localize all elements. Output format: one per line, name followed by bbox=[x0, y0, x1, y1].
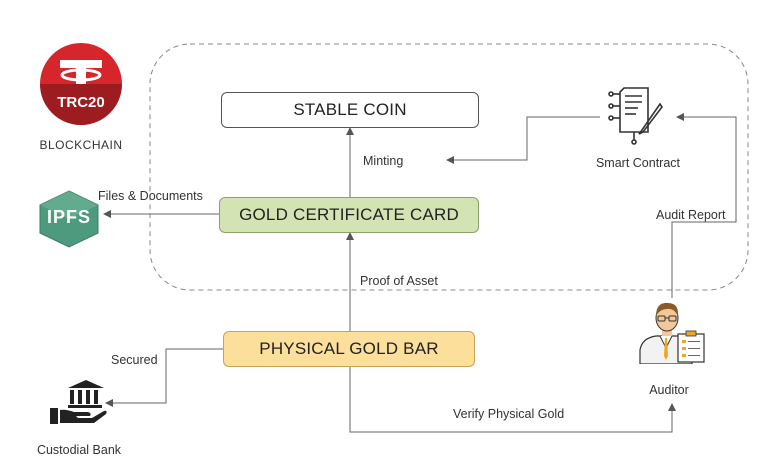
gold-certificate-card-node: GOLD CERTIFICATE CARD bbox=[219, 197, 479, 233]
custodial-bank-label: Custodial Bank bbox=[36, 443, 122, 457]
audit-report-label: Audit Report bbox=[656, 208, 726, 222]
stable-coin-label: STABLE COIN bbox=[293, 100, 407, 119]
verify-physical-gold-label: Verify Physical Gold bbox=[453, 407, 565, 421]
smart-contract-icon bbox=[608, 84, 668, 146]
tron-logo-text: TRC20 bbox=[57, 94, 105, 111]
ipfs-hexagon-icon bbox=[39, 190, 99, 248]
minting-label: Minting bbox=[363, 154, 404, 168]
ipfs-logo: IPFS bbox=[38, 190, 100, 248]
tron-logo: TRC20 bbox=[39, 42, 123, 126]
files-documents-label: Files & Documents bbox=[98, 189, 203, 203]
stable-coin-node: STABLE COIN bbox=[221, 92, 479, 128]
minting-arrow bbox=[446, 116, 600, 164]
ipfs-logo-text: IPFS bbox=[46, 207, 91, 227]
custodial-bank-icon bbox=[48, 378, 108, 426]
proof-of-asset-label: Proof of Asset bbox=[360, 274, 438, 288]
audit-report-arrow bbox=[671, 113, 737, 298]
secured-arrow bbox=[105, 348, 223, 407]
gold-certificate-card-label: GOLD CERTIFICATE CARD bbox=[239, 205, 459, 224]
smart-contract-label: Smart Contract bbox=[595, 156, 681, 170]
auditor-icon bbox=[638, 298, 708, 365]
tether-icon bbox=[40, 43, 122, 125]
blockchain-label: BLOCKCHAIN bbox=[39, 138, 123, 152]
physical-gold-bar-label: PHYSICAL GOLD BAR bbox=[259, 339, 439, 358]
secured-label: Secured bbox=[111, 353, 158, 367]
auditor-label: Auditor bbox=[649, 383, 689, 397]
physical-gold-bar-node: PHYSICAL GOLD BAR bbox=[223, 331, 475, 367]
verify-physical-gold-arrow bbox=[349, 366, 676, 433]
